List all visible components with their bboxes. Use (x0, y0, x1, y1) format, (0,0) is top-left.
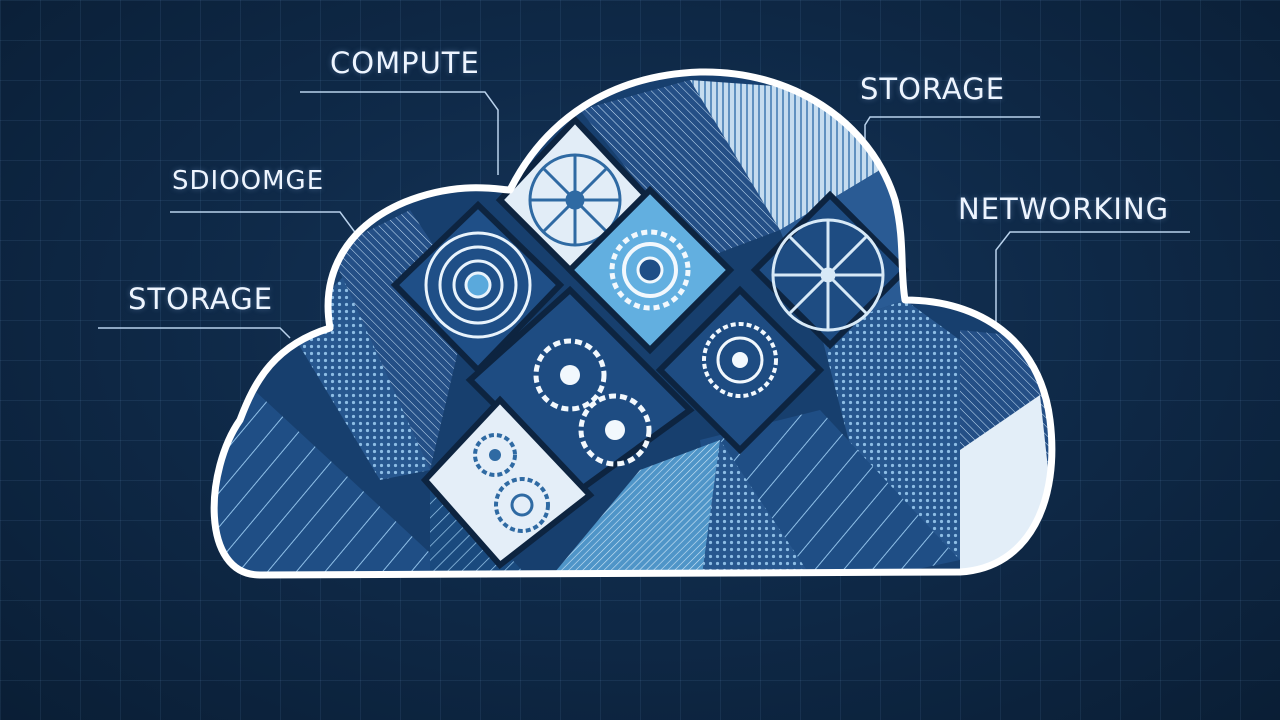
gear-icon (702, 322, 778, 398)
tile-left-stripes (214, 340, 470, 576)
leader-line-garbled (170, 211, 358, 236)
gear-icon (533, 338, 652, 467)
leader-line-compute (300, 91, 499, 175)
wheel-icon (771, 218, 885, 332)
tile-right-dots (820, 300, 960, 560)
gear-icon (609, 229, 691, 311)
leader-line-storage-right (864, 116, 1040, 150)
tile-gear-right (655, 285, 825, 455)
tile-gear-top (565, 185, 735, 355)
cloud-outline (210, 68, 1056, 579)
tile-gears-bottom (420, 395, 595, 570)
tile-wheel-right (750, 190, 910, 350)
tile-top-vlines (690, 80, 880, 230)
leader-line-networking (995, 231, 1190, 325)
label-networking: NETWORKING (958, 192, 1170, 226)
leader-lines (98, 91, 1190, 339)
tile-bottom-cyan (540, 440, 720, 576)
label-compute: COMPUTE (330, 46, 480, 80)
tile-top-hatch (580, 80, 780, 260)
concentric-rings-icon (424, 231, 532, 339)
leader-line-storage-left (98, 327, 291, 339)
wheel-icon (528, 153, 622, 247)
gear-icon (473, 433, 550, 533)
label-garbled: SDIOOMGE (172, 166, 325, 196)
label-storage-right: STORAGE (860, 72, 1006, 106)
label-storage-left: STORAGE (128, 282, 274, 316)
